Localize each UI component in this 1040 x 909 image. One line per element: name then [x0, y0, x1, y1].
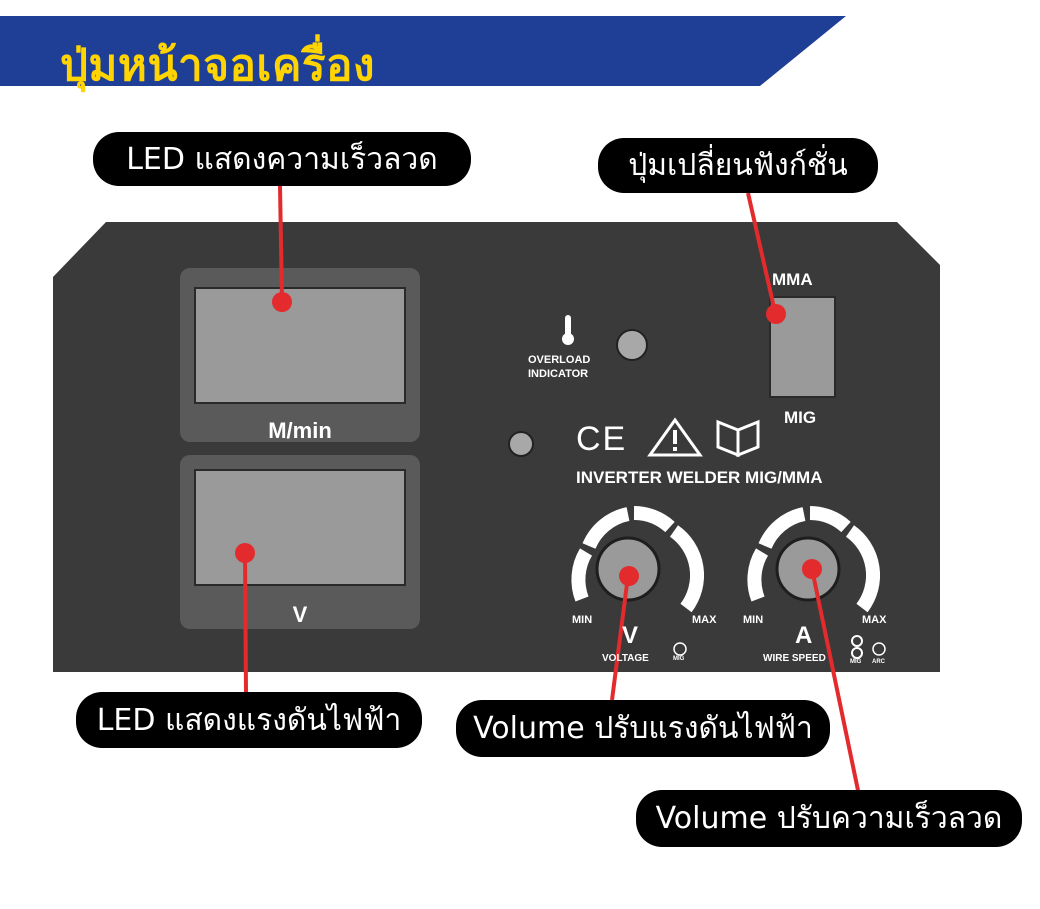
- voltage-display-screen: [194, 469, 406, 586]
- wire-speed-knob-label: WIRE SPEED: [763, 653, 826, 664]
- voltage-knob-label: VOLTAGE: [602, 653, 649, 664]
- wire-speed-mode-mig: MIG: [850, 659, 862, 665]
- switch-label-mig: MIG: [784, 408, 817, 427]
- banner-background: [0, 16, 846, 86]
- voltage-knob-max: MAX: [692, 614, 717, 626]
- pointer-line-function-button: [746, 192, 777, 313]
- callout-wire-speed-led: LED แสดงความเร็วลวด: [93, 132, 471, 186]
- voltage-mode-label: MIG: [673, 656, 685, 662]
- manual-book-icon: [716, 419, 760, 458]
- voltage-symbol: V: [622, 622, 639, 649]
- warning-icon: [647, 417, 703, 457]
- wire-speed-mode-arc: ARC: [872, 659, 885, 665]
- switch-label-mma: MMA: [772, 270, 813, 289]
- voltage-knob-min: MIN: [572, 614, 593, 626]
- voltage-display-unit: V: [292, 602, 308, 627]
- pointer-dot-function-button: [766, 304, 786, 324]
- power-indicator-light: [508, 431, 534, 457]
- wire-speed-display-screen: [194, 287, 406, 404]
- pointer-line-voltage-led: [243, 552, 248, 693]
- callout-wire-speed-volume: Volume ปรับความเร็วลวด: [636, 790, 1022, 847]
- callout-voltage-led: LED แสดงแรงดันไฟฟ้า: [76, 692, 422, 748]
- current-mode-icon: [872, 642, 886, 656]
- overload-label-line2: INDICATOR: [528, 368, 589, 380]
- pointer-line-wire-speed-led: [278, 185, 284, 301]
- pointer-line-wire-speed-volume: [810, 568, 862, 801]
- wire-speed-display-unit: M/min: [268, 418, 332, 443]
- page-title: ปุ่มหน้าจอเครื่อง: [60, 40, 375, 91]
- pointer-dot-wire-speed-led: [272, 292, 292, 312]
- overload-indicator-light: [616, 329, 648, 361]
- pointer-line-voltage-volume: [610, 575, 630, 701]
- wire-speed-knob-max: MAX: [862, 614, 887, 626]
- overload-label: OVERLOAD: [528, 354, 591, 366]
- header-banner: [0, 16, 846, 86]
- pointer-dot-voltage-volume: [619, 566, 639, 586]
- callout-voltage-volume: Volume ปรับแรงดันไฟฟ้า: [456, 700, 830, 757]
- current-symbol: A: [795, 622, 813, 649]
- voltage-mode-icon: [673, 642, 687, 656]
- wire-speed-knob-min: MIN: [743, 614, 764, 626]
- product-name: INVERTER WELDER MIG/MMA: [576, 468, 823, 487]
- pointer-dot-voltage-led: [235, 543, 255, 563]
- voltage-knob-scale: [571, 506, 705, 613]
- pointer-dot-wire-speed-volume: [802, 559, 822, 579]
- wire-speed-knob-scale: [747, 506, 881, 613]
- pointer-dots: [235, 292, 822, 586]
- wire-feeder-icon: [851, 635, 863, 659]
- ce-mark: CE: [576, 420, 628, 458]
- pointer-lines: [243, 185, 862, 801]
- thermometer-icon: [562, 315, 574, 345]
- callout-function-button: ปุ่มเปลี่ยนฟังก์ชั่น: [598, 138, 878, 193]
